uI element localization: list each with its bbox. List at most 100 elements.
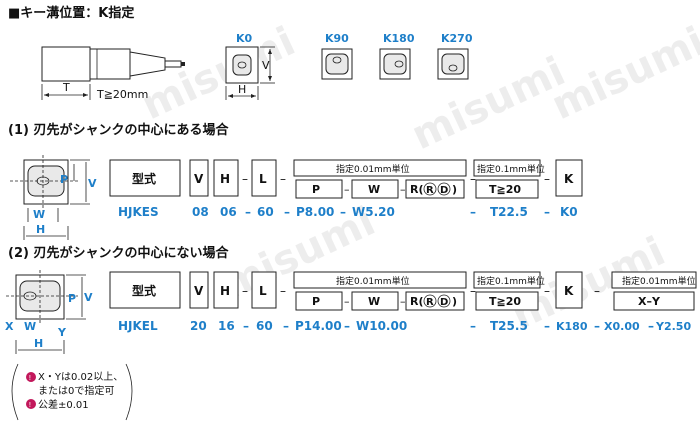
section1-diagram: V P W H [10,155,97,240]
svg-text:!: ! [29,401,32,409]
svg-text:X–Y: X–Y [638,295,661,308]
svg-text:misumi: misumi [545,18,700,129]
svg-text:60: 60 [256,319,273,333]
svg-text:W: W [368,183,380,196]
svg-text:T≧20: T≧20 [489,295,521,308]
svg-text:K: K [564,284,574,298]
tool-front-view: V H [225,46,275,100]
section1-example-row: HJKES 08 06 – 60 – P8.00 – W5.20 – T22.5… [118,205,578,219]
svg-text:V: V [194,284,204,298]
svg-text:P14.00: P14.00 [295,319,342,333]
svg-text:–: – [594,319,600,333]
svg-text:–: – [344,319,350,333]
k90-label: K90 [325,32,349,45]
svg-text:–: – [470,319,476,333]
svg-text:T22.5: T22.5 [490,205,528,219]
svg-text:misumi: misumi [405,48,572,159]
section2-dim-v: V [84,291,93,304]
note-icon [26,399,36,409]
svg-text:–: – [400,295,406,308]
svg-text:K180: K180 [556,320,588,333]
svg-text:P: P [312,183,320,196]
svg-text:–: – [284,205,290,219]
svg-text:T25.5: T25.5 [490,319,528,333]
svg-text:60: 60 [257,205,274,219]
svg-text:–: – [470,172,476,186]
dim-v-label: V [262,59,270,72]
svg-text:R(: R( [410,183,424,196]
section2-group-label2: 指定0.1mm単位 [477,275,545,287]
section2-title: (2) 刃先がシャンクの中心にない場合 [8,245,229,261]
svg-text:–: – [243,319,249,333]
svg-text:HJKEL: HJKEL [118,319,158,333]
svg-text:P: P [312,295,320,308]
svg-text:K: K [564,172,574,186]
svg-text:06: 06 [220,205,237,219]
svg-text:T≧20: T≧20 [489,183,521,196]
section2-dim-w: W [24,320,36,333]
svg-text:–: – [245,205,251,219]
svg-text:–: – [648,319,654,333]
svg-text:–: – [280,284,286,298]
svg-text:–: – [544,284,550,298]
svg-text:X0.00: X0.00 [604,320,640,333]
note-icon [26,372,36,382]
section1-title: (1) 刃先がシャンクの中心にある場合 [8,122,229,138]
svg-text:–: – [544,172,550,186]
k-orientation-icons: K0 K90 K180 K270 [236,32,473,80]
svg-text:–: – [344,295,350,308]
svg-text:P8.00: P8.00 [296,205,334,219]
svg-text:D: D [440,297,448,308]
svg-text:–: – [344,183,350,196]
section2-dim-p: P [68,292,76,305]
svg-text:!: ! [29,374,32,382]
svg-text:HJKES: HJKES [118,205,159,219]
section1-group-label: 指定0.01mm単位 [336,163,410,175]
svg-text:–: – [544,319,550,333]
svg-text:–: – [470,205,476,219]
dim-h-label: H [238,83,246,96]
section1-dim-p: P [60,173,68,186]
svg-text:V: V [194,172,204,186]
svg-text:): ) [452,183,457,196]
note-line-1: X・Yは0.02以上、 [38,371,123,383]
section1-dim-v: V [88,177,97,190]
section1-code-row: 型式 V H – L – 指定0.01mm単位 P – W – R( R D )… [109,159,583,199]
section2-group-label: 指定0.01mm単位 [336,275,410,287]
svg-text:Y2.50: Y2.50 [655,320,691,333]
svg-text:–: – [470,284,476,298]
section2-example-row: HJKEL 20 16 – 60 – P14.00 – W10.00 – T25… [118,319,691,333]
svg-text:20: 20 [190,319,207,333]
note-line-3: 公差±0.01 [38,398,89,411]
svg-text:H: H [220,172,230,186]
svg-text:–: – [594,284,600,298]
svg-text:R: R [426,297,434,308]
svg-text:–: – [283,319,289,333]
section1-dim-w: W [33,208,45,221]
section2-group-label3: 指定0.01mm単位 [622,275,696,287]
section2-dim-x: X [5,320,14,333]
notes-box: ! X・Yは0.02以上、 または0で指定可 ! 公差±0.01 [11,363,133,421]
k270-label: K270 [441,32,473,45]
svg-text:R: R [426,185,434,196]
svg-text:–: – [280,172,286,186]
page-title: ■キー溝位置：K指定 [8,5,134,21]
svg-text:K0: K0 [560,205,578,219]
section1-group-label2: 指定0.1mm単位 [477,163,545,175]
svg-text:misumi: misumi [135,18,302,129]
svg-text:D: D [440,185,448,196]
section2-dim-h: H [34,337,43,350]
section2-code-label: 型式 [132,283,156,298]
svg-text:W5.20: W5.20 [352,205,395,219]
svg-text:–: – [242,172,248,186]
k0-label: K0 [236,32,253,45]
section2-dim-y: Y [57,326,67,339]
dim-t-min-label: T≧20mm [96,88,148,101]
section2-code-row: 型式 V H – L – 指定0.01mm単位 P – W – R( R D )… [109,271,697,311]
svg-text:L: L [259,172,267,186]
svg-text:R(: R( [410,295,424,308]
svg-text:): ) [452,295,457,308]
section1-dim-h: H [36,223,45,236]
section1-code-label: 型式 [132,171,156,186]
